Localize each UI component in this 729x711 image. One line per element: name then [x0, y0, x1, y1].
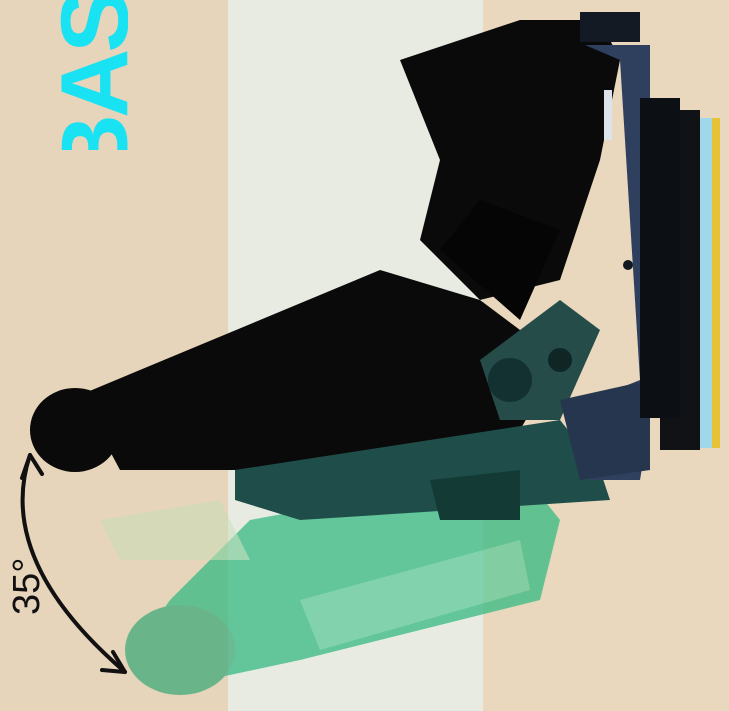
title-partial: BAS	[18, 0, 128, 150]
base-label	[604, 90, 612, 140]
base-cap	[580, 12, 640, 42]
rail-yellow	[712, 118, 720, 448]
title-text: BAS	[47, 0, 128, 150]
angle-label: 35°	[8, 575, 48, 665]
angle-label-text: 35°	[8, 575, 46, 615]
rail-cyan	[700, 118, 712, 448]
base-runner	[640, 98, 680, 418]
